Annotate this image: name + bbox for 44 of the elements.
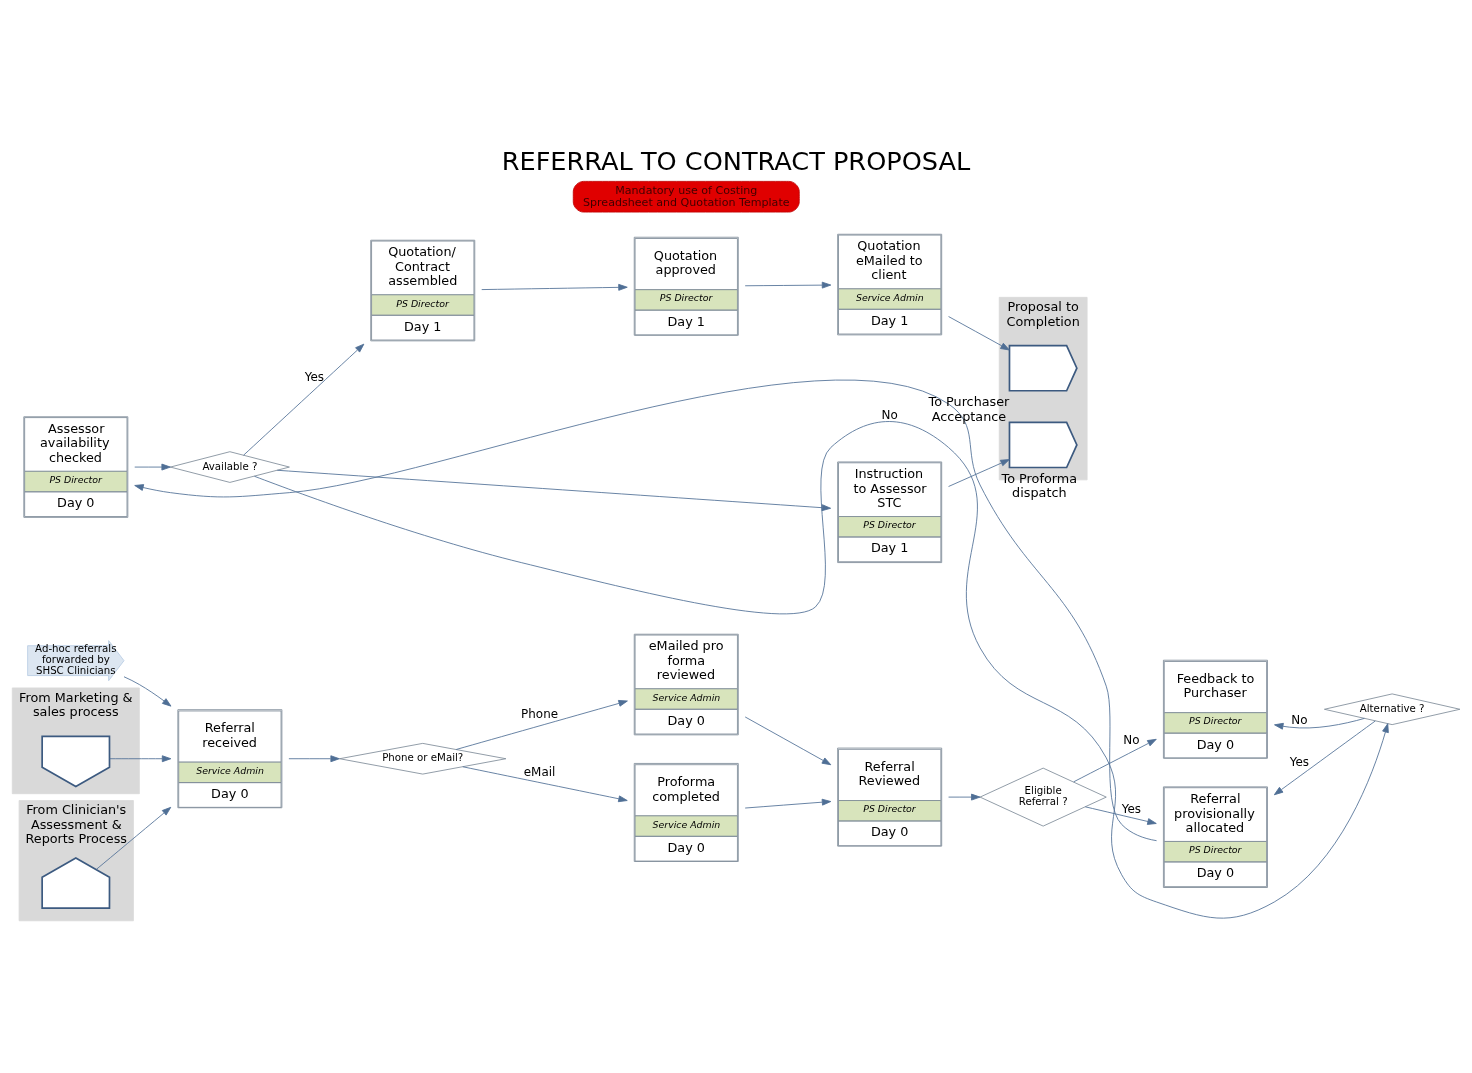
node-pentagon bbox=[41, 856, 111, 909]
arrow bbox=[1084, 805, 1157, 825]
node-box: Mandatory use of Costing Spreadsheet and Quotation Template bbox=[572, 180, 800, 212]
arrow bbox=[134, 379, 1157, 841]
arrow bbox=[95, 806, 172, 870]
edge-label: Phone bbox=[521, 706, 559, 721]
arrow bbox=[462, 765, 628, 802]
node-label: To Proforma dispatch bbox=[1001, 470, 1078, 500]
arrow bbox=[1273, 720, 1376, 795]
edge-label: No bbox=[881, 407, 898, 422]
edge-label: No bbox=[1123, 732, 1140, 747]
arrow bbox=[481, 283, 628, 291]
node-diamond: Eligible Referral ? bbox=[979, 767, 1107, 827]
arrow bbox=[1274, 717, 1365, 730]
edge-label: Yes bbox=[1121, 801, 1142, 816]
edge-label: Yes bbox=[304, 369, 325, 384]
arrow bbox=[455, 699, 628, 750]
arrow bbox=[948, 315, 1010, 350]
arrow bbox=[744, 798, 832, 808]
node-pentagon bbox=[41, 734, 111, 787]
arrow bbox=[744, 281, 832, 289]
node-diamond: Phone or eMail? bbox=[339, 742, 507, 774]
edge-label: No bbox=[1291, 712, 1308, 727]
node-diamond: Available ? bbox=[169, 450, 290, 483]
arrow bbox=[243, 343, 365, 456]
edge-label: Yes bbox=[1289, 754, 1310, 769]
cluster: From Clinician's Assessment & Reports Process bbox=[18, 799, 134, 921]
arrow bbox=[276, 469, 832, 511]
arrow bbox=[123, 675, 172, 707]
node-pentagon bbox=[1008, 344, 1078, 392]
diagram-title: REFERRAL TO CONTRACT PROPOSAL bbox=[501, 145, 971, 176]
node-label: To Purchaser Acceptance bbox=[928, 393, 1010, 424]
node-diamond: Alternative ? bbox=[1324, 693, 1461, 725]
arrow bbox=[288, 754, 340, 762]
arrow bbox=[254, 420, 1389, 918]
arrow bbox=[948, 793, 981, 800]
arrow bbox=[134, 463, 171, 470]
arrow bbox=[109, 754, 172, 762]
arrow bbox=[948, 458, 1010, 487]
cluster: From Marketing & sales process bbox=[11, 687, 140, 794]
edge-label: eMail bbox=[523, 764, 556, 779]
arrow bbox=[1073, 738, 1157, 782]
node-pentagon bbox=[1008, 420, 1078, 468]
arrow bbox=[744, 716, 832, 765]
